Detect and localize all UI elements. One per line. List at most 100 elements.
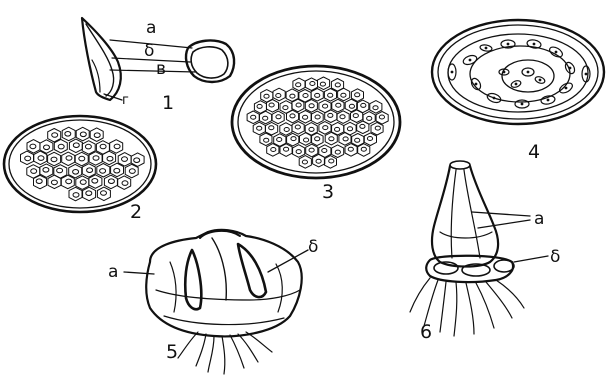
cell-nucleus xyxy=(134,158,140,163)
tissue-cell xyxy=(61,175,74,189)
tissue-cell xyxy=(338,88,350,101)
cell-nucleus xyxy=(375,126,380,130)
tissue-cell xyxy=(299,111,311,124)
fig1-label-v: в xyxy=(156,59,166,79)
cell-nucleus xyxy=(322,149,327,153)
cell-nucleus xyxy=(276,94,281,98)
tissue-cell xyxy=(260,133,272,146)
cell-nucleus xyxy=(271,148,276,152)
tissue-cell xyxy=(313,154,325,167)
tissue-cell xyxy=(267,144,279,157)
tissue-cell xyxy=(287,110,299,123)
tissue-cell xyxy=(339,133,351,146)
cell-nucleus xyxy=(310,82,315,86)
fig2-cell-group xyxy=(21,127,145,201)
cell-nucleus xyxy=(122,157,128,162)
cell-nucleus xyxy=(303,94,308,98)
tissue-cell xyxy=(305,100,317,113)
tissue-cell xyxy=(89,175,102,189)
tissue-cell xyxy=(345,144,357,157)
figure-number-1: 1 xyxy=(162,92,174,114)
cell-nucleus xyxy=(335,127,340,131)
cell-nucleus xyxy=(315,93,320,97)
cell-nucleus xyxy=(66,156,72,161)
cell-nucleus xyxy=(335,150,340,154)
tissue-cell xyxy=(131,153,144,167)
tissue-cell xyxy=(311,133,323,146)
tissue-cell xyxy=(325,132,337,145)
tissue-cell xyxy=(110,140,123,154)
cell-nucleus xyxy=(507,43,510,46)
cell-nucleus xyxy=(87,168,93,173)
tissue-cell xyxy=(62,127,75,141)
tissue-cell xyxy=(125,164,138,178)
cell-nucleus xyxy=(323,104,328,108)
cell-nucleus xyxy=(296,150,301,154)
tissue-cell xyxy=(253,122,265,135)
cell-nucleus xyxy=(114,168,120,173)
tissue-cell xyxy=(319,122,331,135)
cell-nucleus xyxy=(94,133,100,138)
cell-nucleus xyxy=(277,138,282,142)
cell-nucleus xyxy=(353,114,358,118)
tissue-cell xyxy=(104,175,117,189)
cell-nucleus xyxy=(291,137,296,141)
tissue-cell xyxy=(358,144,370,157)
tissue-cell xyxy=(325,110,337,123)
tissue-cell xyxy=(75,152,88,166)
cell-nucleus xyxy=(373,106,378,110)
cell-nucleus xyxy=(257,104,262,108)
fig3-cell-group xyxy=(247,77,388,168)
tissue-cell xyxy=(69,187,82,201)
cell-nucleus xyxy=(348,147,353,151)
tissue-cell xyxy=(82,164,95,178)
cell-nucleus xyxy=(367,137,372,141)
tissue-cell xyxy=(357,121,369,134)
cell-nucleus xyxy=(309,104,314,108)
cell-nucleus xyxy=(51,157,57,162)
cell-nucleus xyxy=(469,59,472,62)
cell-nucleus xyxy=(316,159,321,163)
cell-nucleus xyxy=(31,169,37,174)
figure-number-2: 2 xyxy=(130,201,142,223)
tissue-cell xyxy=(89,152,102,166)
cell-nucleus xyxy=(328,113,333,117)
cell-nucleus xyxy=(367,116,372,120)
tissue-cell xyxy=(69,164,82,178)
tissue-cell xyxy=(370,101,382,114)
cell-nucleus xyxy=(264,94,269,98)
figure-number-5: 5 xyxy=(166,341,178,363)
tissue-cell xyxy=(118,176,131,190)
tissue-cell xyxy=(318,77,330,90)
cell-nucleus xyxy=(80,132,86,137)
cell-nucleus xyxy=(85,144,91,149)
tissue-cell xyxy=(292,122,304,135)
tissue-cell xyxy=(324,89,336,102)
cell-nucleus xyxy=(340,115,345,119)
cell-nucleus xyxy=(107,156,113,161)
tissue-cell xyxy=(299,156,311,169)
cell-nucleus xyxy=(315,137,320,141)
fig1-label-g: г xyxy=(122,93,129,108)
cell-nucleus xyxy=(129,169,135,174)
cell-nucleus xyxy=(349,104,354,108)
cell-nucleus xyxy=(539,79,542,82)
cell-nucleus xyxy=(379,115,384,119)
cell-nucleus xyxy=(295,125,300,129)
cell-nucleus xyxy=(52,133,58,138)
cell-nucleus xyxy=(92,179,98,184)
cell-nucleus xyxy=(73,193,79,198)
fig5-label-b: δ xyxy=(308,237,318,257)
cell-nucleus xyxy=(361,103,366,107)
tissue-cell xyxy=(90,128,103,141)
tissue-cell xyxy=(40,164,53,178)
tissue-cell xyxy=(273,88,285,101)
tissue-cell xyxy=(260,111,272,124)
cell-nucleus xyxy=(320,82,325,86)
cell-nucleus xyxy=(527,71,530,74)
tissue-cell xyxy=(364,133,376,146)
tissue-cell xyxy=(97,164,110,178)
tissue-cell xyxy=(351,110,363,123)
cell-nucleus xyxy=(100,144,106,149)
cell-nucleus xyxy=(269,103,274,107)
